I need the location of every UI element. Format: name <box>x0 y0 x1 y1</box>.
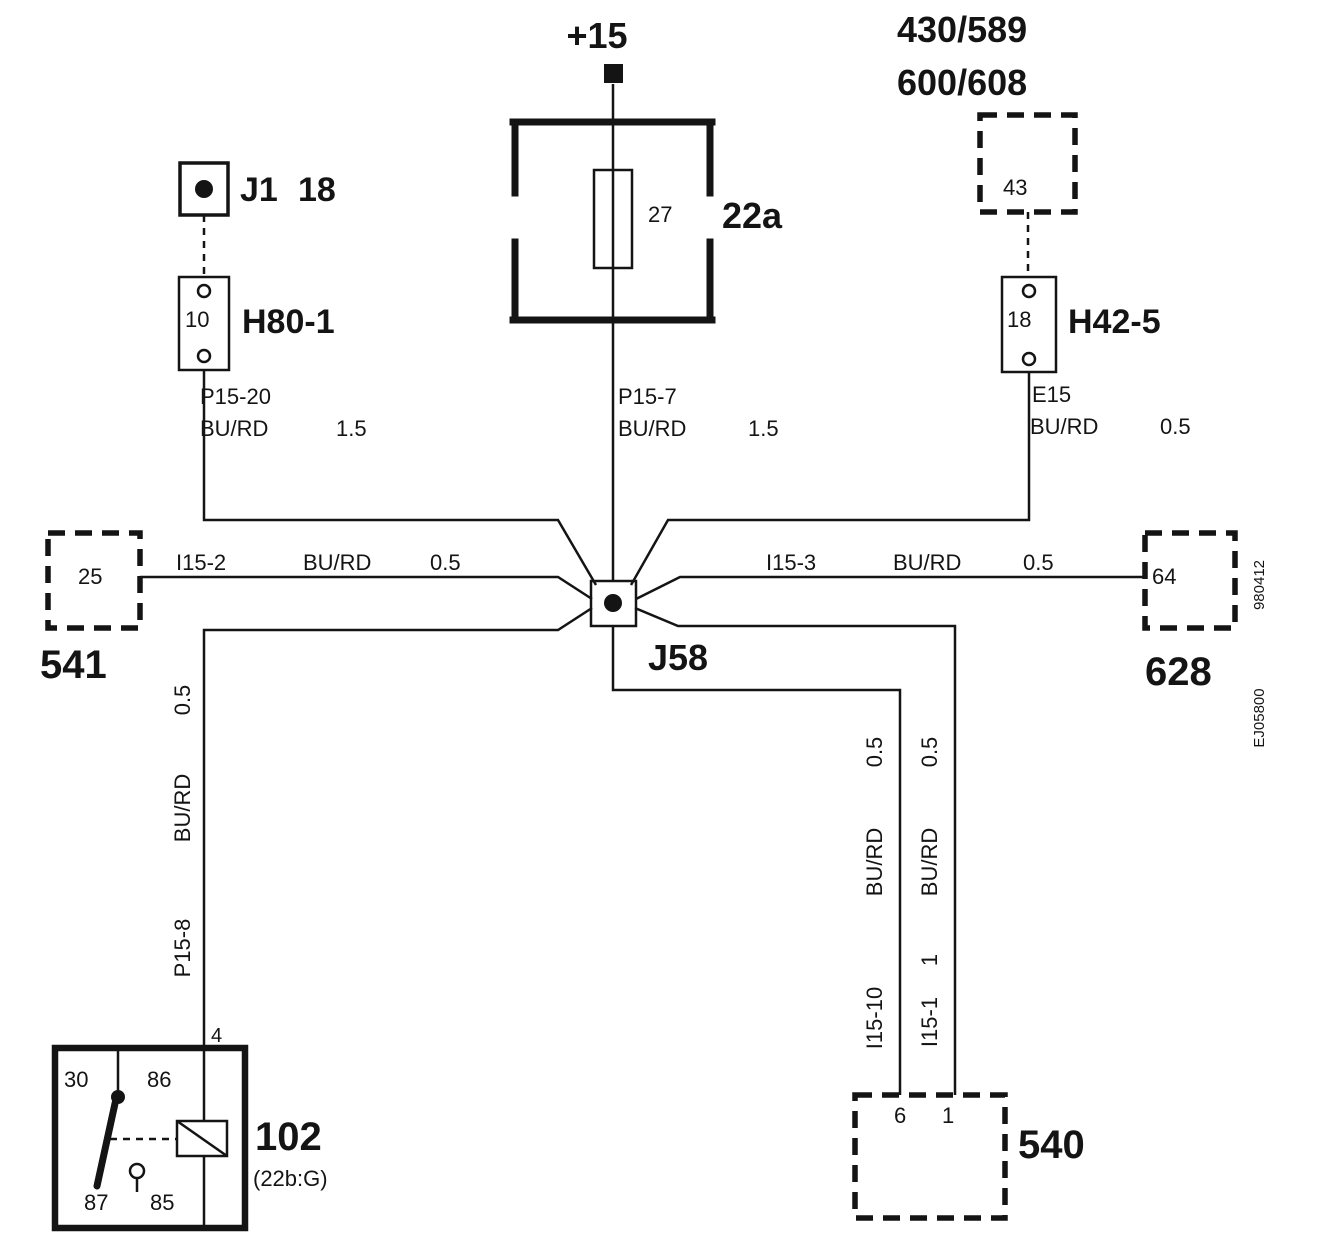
wire-lines <box>140 84 1145 1095</box>
h80-box <box>177 275 231 372</box>
relay-pin30-label: 30 <box>64 1067 88 1092</box>
wire-e15-size: 0.5 <box>1160 414 1191 439</box>
wire-i15-3 <box>635 575 1145 601</box>
wire-p15-7-color: BU/RD <box>618 416 686 441</box>
fuse-box-22a: 27 22a <box>509 118 783 324</box>
box-541-pin-label: 25 <box>78 564 102 589</box>
wire-i15-2-color: BU/RD <box>303 550 371 575</box>
box-541 <box>45 530 143 631</box>
wire-p15-8 <box>202 606 593 1048</box>
wire-p15-8-color: BU/RD <box>170 774 195 842</box>
relay-name-label: 102 <box>255 1115 322 1159</box>
box-628 <box>1142 530 1238 631</box>
box-43 <box>977 112 1078 215</box>
wire-i15-10-color: BU/RD <box>862 828 887 896</box>
j58-name-label: J58 <box>648 637 708 678</box>
power-terminal <box>604 64 623 83</box>
wire-p15-20-color: BU/RD <box>200 416 268 441</box>
wire-e15 <box>629 372 1031 586</box>
wire-i15-10-id: I15-10 <box>862 987 887 1049</box>
wire-i15-3-color: BU/RD <box>893 550 961 575</box>
h80-name-label: H80-1 <box>242 303 335 341</box>
power-label: +15 <box>566 15 627 56</box>
wire-labels-vertical: 0.5 BU/RD P15-8 0.5 BU/RD I15-10 0.5 BU/… <box>170 685 942 1049</box>
relay-102: 4 30 86 87 85 102 (22b:G) <box>51 1025 328 1232</box>
wire-i15-10 <box>611 626 902 1095</box>
relay-contact <box>128 1162 146 1180</box>
margin-code-top: 980412 <box>1251 560 1268 610</box>
connector-h80-1: 10 H80-1 <box>177 275 335 372</box>
j1-box <box>178 161 230 217</box>
wire-i15-10-size: 0.5 <box>862 737 887 768</box>
junction-j58: J58 <box>589 579 708 678</box>
wire-i15-1-size: 0.5 <box>917 737 942 768</box>
wire-i15-2 <box>140 575 593 601</box>
connector-541: 25 541 <box>40 530 143 687</box>
connector-540: 6 1 540 <box>852 1092 1085 1221</box>
relay-pin87-label: 87 <box>84 1190 108 1215</box>
wire-i15-1-color: BU/RD <box>917 828 942 896</box>
wire-p15-8-size: 0.5 <box>170 685 195 716</box>
margin-codes: 980412 EJ05800 <box>1251 560 1268 748</box>
j1-name-label: J1 <box>240 171 278 209</box>
box-541-name-label: 541 <box>40 643 107 687</box>
relay-sub-label: (22b:G) <box>253 1166 328 1191</box>
wire-p15-20-size: 1.5 <box>336 416 367 441</box>
wire-i15-3-size: 0.5 <box>1023 550 1054 575</box>
j58-node <box>604 594 622 612</box>
h42-pin-top <box>1021 283 1037 299</box>
connector-h42-5: 18 H42-5 <box>1000 275 1161 374</box>
h80-pin-top <box>196 283 212 299</box>
ref-600-608-label: 600/608 <box>897 62 1027 103</box>
box-540-name-label: 540 <box>1018 1123 1085 1167</box>
box-540-pin1-label: 1 <box>942 1103 954 1128</box>
wire-labels-upper: P15-20 BU/RD 1.5 P15-7 BU/RD 1.5 E15 BU/… <box>200 382 1191 441</box>
fuse-pin-label: 27 <box>648 202 672 227</box>
wire-i15-1-pin: 1 <box>917 954 942 966</box>
relay-pin4-label: 4 <box>211 1025 222 1047</box>
ref-430-589-label: 430/589 <box>897 9 1027 50</box>
wire-p15-7-size: 1.5 <box>748 416 779 441</box>
h80-pin-bottom <box>196 348 212 364</box>
wire-e15-id: E15 <box>1032 382 1071 407</box>
wire-p15-7-id: P15-7 <box>618 384 677 409</box>
wire-i15-1-id: I15-1 <box>917 997 942 1047</box>
h80-pin-label: 10 <box>185 307 209 332</box>
wire-labels-mid: I15-2 BU/RD 0.5 I15-3 BU/RD 0.5 <box>176 550 1054 575</box>
j58-box <box>589 579 638 628</box>
wire-i15-2-id: I15-2 <box>176 550 226 575</box>
relay-box <box>51 1044 249 1232</box>
h42-box <box>1000 275 1058 374</box>
wire-p15-20 <box>202 370 598 586</box>
box-628-name-label: 628 <box>1145 650 1212 694</box>
box-628-pin-label: 64 <box>1152 564 1176 589</box>
wire-e15-color: BU/RD <box>1030 414 1098 439</box>
connector-628: 64 628 <box>1142 530 1238 694</box>
connector-j1: J1 18 <box>178 161 336 217</box>
margin-code-bottom: EJ05800 <box>1251 688 1268 747</box>
wire-p15-8-id: P15-8 <box>170 919 195 978</box>
wire-i15-3-id: I15-3 <box>766 550 816 575</box>
relay-pin85-label: 85 <box>150 1190 174 1215</box>
j1-terminal <box>195 180 213 198</box>
h42-pin-label: 18 <box>1007 307 1031 332</box>
wire-p15-20-id: P15-20 <box>200 384 271 409</box>
box-540 <box>852 1092 1008 1221</box>
wire-i15-2-size: 0.5 <box>430 550 461 575</box>
fuse-name-label: 22a <box>722 195 783 236</box>
box-540-pin6-label: 6 <box>894 1103 906 1128</box>
h42-name-label: H42-5 <box>1068 303 1161 341</box>
box-43-pin-label: 43 <box>1003 175 1027 200</box>
relay-pin86-label: 86 <box>147 1067 171 1092</box>
relay-switch-arm <box>93 1095 120 1190</box>
wire-i15-1 <box>634 606 957 1095</box>
fuse-symbol <box>592 168 634 270</box>
power-node: +15 <box>566 15 628 83</box>
j1-pin-label: 18 <box>298 171 336 209</box>
h42-pin-bottom <box>1021 351 1037 367</box>
connector-43: 430/589 600/608 43 <box>897 9 1078 215</box>
relay-coil-diagonal <box>176 1119 228 1158</box>
